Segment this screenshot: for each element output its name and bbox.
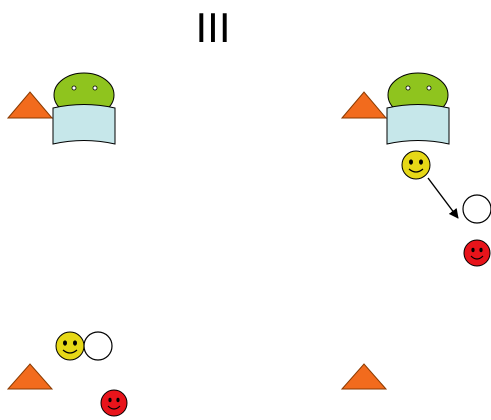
yellow-smiley-icon [402, 151, 430, 179]
arrow-icon [428, 178, 458, 218]
panel-bottom-left [8, 332, 127, 416]
orange-triangle-icon [342, 364, 386, 389]
empty-circle-icon [463, 195, 491, 223]
empty-circle-icon [84, 332, 112, 360]
panel-bottom-right [342, 364, 386, 389]
yellow-smiley-icon [56, 332, 84, 360]
robot-icon [53, 73, 115, 144]
orange-triangle-icon [8, 92, 52, 118]
red-smiley-icon [464, 240, 490, 266]
panel-title: III [195, 4, 230, 51]
panel-top-left [8, 73, 115, 144]
panel-top-right [342, 73, 491, 266]
red-smiley-icon [101, 390, 127, 416]
robot-icon [387, 73, 449, 144]
orange-triangle-icon [342, 92, 386, 118]
orange-triangle-icon [8, 364, 52, 389]
